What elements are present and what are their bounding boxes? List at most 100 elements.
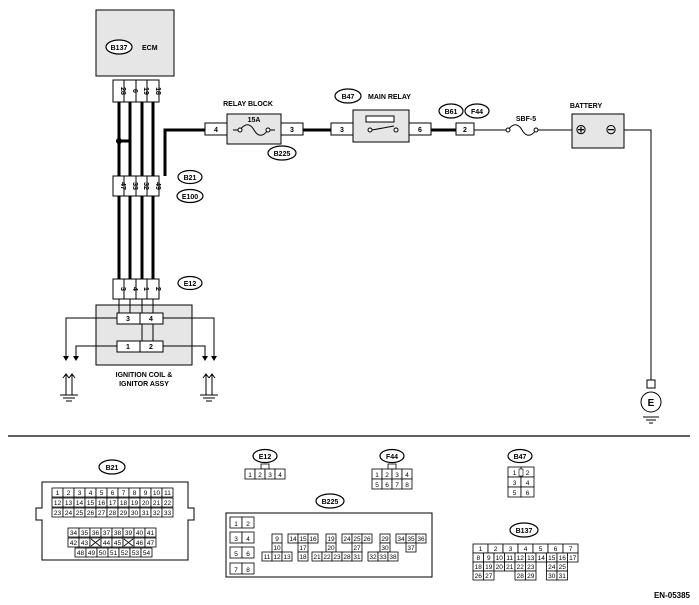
legend-b225-pin: 35: [407, 536, 415, 543]
legend-b225-cell: [241, 546, 255, 559]
legend-b21-cell: [144, 537, 157, 548]
legend-b21-pin: 44: [103, 540, 111, 547]
legend-b225-pin: 5: [234, 551, 238, 558]
legend-b225-pin: 14: [289, 536, 297, 543]
legend-b21-pin: 14: [76, 500, 84, 507]
legend-f44-pin: 2: [385, 472, 389, 479]
legend-b21-pin: 10: [153, 490, 161, 497]
legend-b21-pin: 11: [164, 490, 171, 497]
legend-f44-pin: 4: [405, 472, 409, 479]
legend-b21-pin: 38: [114, 530, 122, 537]
legend-b21-pin: 54: [143, 550, 151, 557]
legend-e12-pin: 3: [268, 472, 272, 479]
legend-b21-pin: 6: [111, 490, 115, 497]
legend-b21-pin: 50: [99, 550, 107, 557]
legend-b225-pin: 34: [397, 536, 405, 543]
legend-b225-cell: [415, 533, 427, 544]
legend-f44-pin: 7: [395, 482, 399, 489]
legend-b21-pin: 20: [142, 500, 150, 507]
legend-b137-pin: 10: [496, 555, 504, 562]
legend-b225-cell: [307, 533, 319, 544]
legend-b137-pin: 13: [527, 555, 535, 562]
legend-b21-pin: 32: [153, 510, 161, 517]
legend-b225-pin: 20: [327, 545, 335, 552]
legend-b21-pin: 23: [54, 510, 62, 517]
b21-pin-3: 32: [142, 182, 149, 190]
legend-b21-pin: 46: [136, 540, 144, 547]
legend-b21-pin: 52: [121, 550, 129, 557]
battery-plus-icon: ⊕: [575, 121, 587, 137]
legend-b21-pin: 33: [164, 510, 172, 517]
legend-b21-pin: 30: [131, 510, 139, 517]
legend-b225-pin: 6: [246, 551, 250, 558]
legend-b225-pin: 37: [407, 545, 415, 552]
legend-b21-pin: 29: [120, 510, 128, 517]
legend-b21-pin: 9: [144, 490, 148, 497]
legend-b137-pin: 5: [539, 546, 543, 553]
legend-f44-pin: 3: [395, 472, 399, 479]
e100-code: E100: [182, 194, 198, 201]
legend-b21-pin: 24: [65, 510, 73, 517]
ecm-pin-2: 6: [131, 89, 138, 93]
main-relay-box: [352, 109, 410, 143]
legend-b137-pin: 21: [506, 564, 514, 571]
f44-code: F44: [471, 109, 483, 116]
e12-pin-4: 2: [154, 287, 161, 291]
legend-b21-pin: 41: [147, 530, 155, 537]
b21-pin-1: 47: [119, 182, 126, 190]
legend-b225-pin: 18: [299, 554, 307, 561]
legend-b225-pin: 2: [246, 521, 250, 528]
legend-b137-pin: 22: [517, 564, 525, 571]
legend-b47-pin: 4: [526, 480, 530, 487]
legend-b137-cell: [556, 570, 568, 581]
ground-label: E: [648, 398, 655, 409]
legend-b137-pin: 18: [475, 564, 483, 571]
coil-pin-3: 3: [126, 316, 130, 323]
legend-f44-pin: 1: [375, 472, 379, 479]
legend-b137-cell: [567, 552, 579, 563]
main-relay-pin-3: 3: [340, 127, 344, 134]
legend-b47-pin: 2: [526, 470, 530, 477]
legend-b21-pin: 53: [132, 550, 140, 557]
legend-b21-pin: 26: [87, 510, 95, 517]
legend-b21-pin: 3: [78, 490, 82, 497]
legend-b21-pin: 15: [87, 500, 95, 507]
legend-b137-pin: 19: [485, 564, 493, 571]
legend-b21-pin: 42: [70, 540, 78, 547]
legend-f44-pin: 5: [375, 482, 379, 489]
legend-b21-cell: [161, 507, 174, 518]
main-relay-pin-6: 6: [418, 127, 422, 134]
legend-b137-cell: [483, 570, 495, 581]
legend-b225-pin: 21: [313, 554, 321, 561]
legend-b47-cell: [520, 486, 535, 498]
legend-b137-pin: 23: [527, 564, 535, 571]
legend-b137-pin: 4: [524, 546, 528, 553]
legend-b137-pin: 24: [548, 564, 556, 571]
legend-b137-pin: 17: [569, 555, 577, 562]
legend-b21-pin: 27: [98, 510, 106, 517]
legend-b21-cell: [161, 487, 174, 498]
legend-b137-pin: 29: [527, 573, 535, 580]
legend-b21-pin: 25: [76, 510, 84, 517]
coil-pin-2: 2: [149, 344, 153, 351]
coil-label-1: IGNITION COIL &: [116, 372, 173, 379]
ecm-pin-3: 19: [142, 87, 149, 95]
legend-b137-pin: 7: [569, 546, 573, 553]
ecm-name: ECM: [142, 45, 158, 52]
ground-icon: [60, 373, 218, 402]
legend-b21-pin: 2: [67, 490, 71, 497]
relay-block-box: [226, 113, 282, 145]
legend-b225-pin: 13: [283, 554, 291, 561]
legend-b225-cell: [297, 551, 309, 562]
legend-b47-pin: 1: [513, 470, 517, 477]
legend-b21-pin: 16: [98, 500, 106, 507]
legend-b225-pin: 1: [234, 521, 238, 528]
legend-b225-pin: 11: [264, 554, 271, 561]
relay-block-code: B225: [274, 151, 291, 158]
legend-e12-code: E12: [259, 454, 272, 461]
legend-b225-pin: 7: [234, 567, 238, 574]
e12-pin-2: 4: [131, 287, 138, 291]
legend-b21-pin: 39: [125, 530, 133, 537]
